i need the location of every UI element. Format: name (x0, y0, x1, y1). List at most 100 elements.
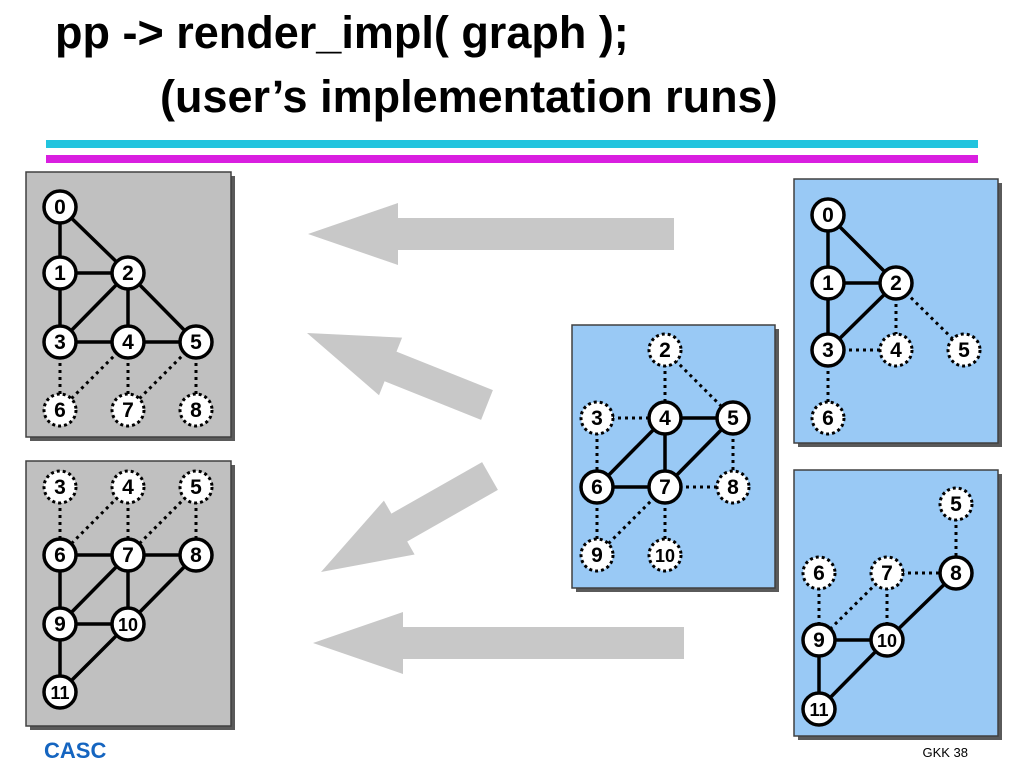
node-label: 6 (54, 544, 66, 567)
node-label: 7 (881, 562, 893, 585)
node-label: 8 (190, 399, 202, 422)
node-label: 3 (54, 476, 66, 499)
ghost-node-7: 7 (869, 555, 905, 591)
node-circle (178, 392, 214, 428)
node-label: 0 (822, 204, 834, 227)
node-10: 10 (110, 606, 146, 642)
node-circle (810, 332, 846, 368)
node-label: 0 (54, 196, 66, 219)
node-circle (810, 265, 846, 301)
node-9: 9 (42, 606, 78, 642)
node-circle (42, 469, 78, 505)
node-9: 9 (801, 622, 837, 658)
node-circle (110, 469, 146, 505)
node-label: 10 (118, 615, 138, 635)
node-circle (178, 324, 214, 360)
ghost-node-10: 10 (647, 537, 683, 573)
ghost-node-5: 5 (938, 486, 974, 522)
title-rule-cyan (46, 140, 978, 148)
panel-gray-top: 0 1 2 3 4 5 6 7 8 (25, 171, 235, 441)
node-circle (110, 255, 146, 291)
node-6: 6 (42, 537, 78, 573)
node-circle (178, 537, 214, 573)
node-label: 3 (591, 407, 603, 430)
node-label: 9 (54, 613, 66, 636)
node-label: 9 (591, 544, 603, 567)
arrow-downleft-middle (321, 462, 498, 572)
slide-title: pp -> render_impl( graph ); (user’s impl… (0, 0, 1024, 140)
node-circle (110, 324, 146, 360)
title-line-1: pp -> render_impl( graph ); (55, 7, 629, 58)
arrow-left-top (308, 203, 674, 265)
node-label: 6 (822, 407, 834, 430)
node-6: 6 (579, 469, 615, 505)
node-label: 6 (54, 399, 66, 422)
node-5: 5 (178, 324, 214, 360)
node-3: 3 (810, 332, 846, 368)
node-label: 10 (655, 546, 675, 566)
node-label: 1 (822, 272, 834, 295)
node-circle (869, 555, 905, 591)
ghost-node-8: 8 (715, 469, 751, 505)
node-1: 1 (42, 255, 78, 291)
ghost-node-4: 4 (110, 469, 146, 505)
node-label: 4 (122, 331, 134, 354)
node-circle (42, 674, 78, 710)
node-label: 7 (122, 399, 134, 422)
ghost-node-3: 3 (42, 469, 78, 505)
page-number: GKK 38 (922, 745, 968, 760)
node-1: 1 (810, 265, 846, 301)
ghost-node-6: 6 (810, 400, 846, 436)
ghost-node-8: 8 (178, 392, 214, 428)
node-circle (42, 392, 78, 428)
node-0: 0 (42, 189, 78, 225)
node-label: 6 (591, 476, 603, 499)
arrow-left-bottom (313, 612, 684, 674)
node-circle (42, 606, 78, 642)
node-label: 8 (727, 476, 739, 499)
node-label: 11 (50, 683, 69, 703)
ghost-node-3: 3 (579, 400, 615, 436)
node-circle (647, 469, 683, 505)
title-rule-magenta (46, 155, 978, 163)
node-label: 1 (54, 262, 66, 285)
ghost-node-5: 5 (946, 332, 982, 368)
node-circle (715, 469, 751, 505)
node-circle (110, 392, 146, 428)
node-circle (938, 486, 974, 522)
node-circle (42, 189, 78, 225)
nodes: 5 6 7 8 9 10 11 (801, 486, 974, 727)
node-label: 7 (659, 476, 671, 499)
node-label: 2 (890, 272, 902, 295)
node-circle (801, 691, 837, 727)
node-circle (110, 537, 146, 573)
node-circle (878, 265, 914, 301)
node-11: 11 (801, 691, 837, 727)
ghost-node-6: 6 (42, 392, 78, 428)
node-circle (579, 469, 615, 505)
node-circle (42, 324, 78, 360)
node-label: 5 (958, 339, 970, 362)
node-2: 2 (110, 255, 146, 291)
node-circle (878, 332, 914, 368)
node-4: 4 (647, 400, 683, 436)
node-0: 0 (810, 197, 846, 233)
node-label: 2 (122, 262, 134, 285)
panel-blue-bottom: 5 6 7 8 9 10 11 (793, 469, 1002, 740)
node-circle (110, 606, 146, 642)
node-label: 8 (950, 562, 962, 585)
arrow-upleft-middle (307, 333, 493, 420)
node-3: 3 (42, 324, 78, 360)
node-label: 4 (122, 476, 134, 499)
node-label: 6 (813, 562, 825, 585)
node-circle (579, 400, 615, 436)
node-10: 10 (869, 622, 905, 658)
node-circle (869, 622, 905, 658)
node-circle (647, 332, 683, 368)
node-circle (647, 400, 683, 436)
node-7: 7 (647, 469, 683, 505)
